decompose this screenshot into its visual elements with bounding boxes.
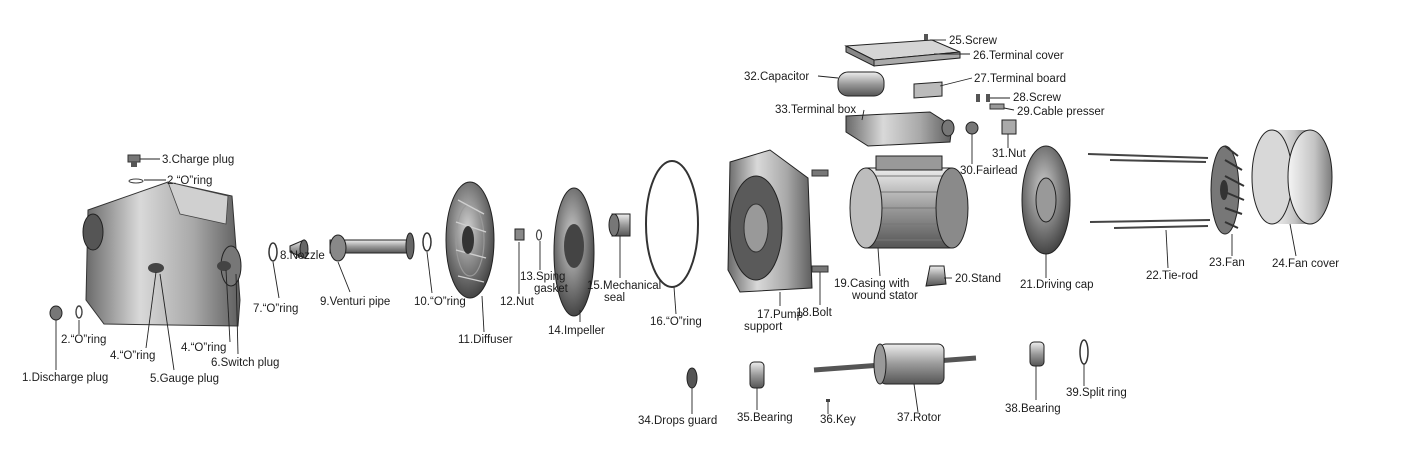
label-o-ring-4b: 4.“O”ring bbox=[181, 342, 226, 354]
label-venturi-pipe: 9.Venturi pipe bbox=[320, 296, 390, 308]
leader-lines bbox=[55, 39, 1297, 414]
label-screw-28: 28.Screw bbox=[1013, 92, 1062, 104]
label-screw-25: 25.Screw bbox=[949, 35, 998, 47]
label-gauge-plug: 5.Gauge plug bbox=[150, 373, 219, 385]
label-nut-31: 31.Nut bbox=[992, 148, 1027, 160]
label-bolt: 18.Bolt bbox=[796, 307, 833, 319]
label-spring-gasket-line1: 13.Sping bbox=[520, 271, 565, 283]
motor-casing-drawing bbox=[849, 155, 969, 287]
label-fairlead: 30.Fairlead bbox=[960, 165, 1018, 177]
label-bearing-38: 38.Bearing bbox=[1005, 403, 1061, 415]
label-nut-12: 12.Nut bbox=[500, 296, 535, 308]
label-o-ring-7: 7.“O”ring bbox=[253, 303, 298, 315]
pump-support-drawing bbox=[727, 149, 829, 293]
label-cable-presser: 29.Cable presser bbox=[1017, 106, 1105, 118]
tie-rods-drawing bbox=[1087, 153, 1211, 229]
label-casing-line2: wound stator bbox=[851, 290, 918, 302]
label-split-ring: 39.Split ring bbox=[1066, 387, 1127, 399]
label-pump-support-line1: 17.Pump bbox=[757, 309, 803, 321]
label-diffuser: 11.Diffuser bbox=[458, 334, 513, 346]
diffuser-drawing bbox=[445, 181, 495, 299]
label-o-ring-2: 2.“O”ring bbox=[61, 334, 106, 346]
label-driving-cap: 21.Driving cap bbox=[1020, 279, 1094, 291]
label-nozzle: 8.Nozzle bbox=[280, 250, 325, 262]
label-key: 36.Key bbox=[820, 414, 856, 426]
label-o-ring-2b: 2.“O”ring bbox=[167, 175, 212, 187]
label-switch-plug: 6.Switch plug bbox=[211, 357, 279, 369]
label-pump-support-line2: support bbox=[744, 321, 783, 333]
fan-drawing bbox=[1210, 145, 1245, 235]
label-casing-line1: 19.Casing with bbox=[834, 278, 909, 290]
label-spring-gasket-line2: gasket bbox=[534, 283, 569, 295]
label-bearing-35: 35.Bearing bbox=[737, 412, 793, 424]
label-capacitor: 32.Capacitor bbox=[744, 71, 809, 83]
label-impeller: 14.Impeller bbox=[548, 325, 605, 337]
label-discharge-plug: 1.Discharge plug bbox=[22, 372, 108, 384]
part-labels: 1.Discharge plug 2.“O”ring 3.Charge plug… bbox=[22, 35, 1339, 427]
label-rotor: 37.Rotor bbox=[897, 412, 941, 424]
label-mechanical-seal-line2: seal bbox=[604, 292, 625, 304]
driving-cap-drawing bbox=[1021, 145, 1071, 255]
label-terminal-cover: 26.Terminal cover bbox=[973, 50, 1064, 62]
pump-body-drawing bbox=[82, 181, 242, 327]
label-tie-rod: 22.Tie-rod bbox=[1146, 270, 1198, 282]
fan-cover-drawing bbox=[1251, 129, 1333, 225]
small-fittings-drawing bbox=[49, 154, 278, 321]
label-terminal-board: 27.Terminal board bbox=[974, 73, 1066, 85]
label-o-ring-16: 16.“O”ring bbox=[650, 316, 702, 328]
label-terminal-box: 33.Terminal box bbox=[775, 104, 856, 116]
label-fan-cover: 24.Fan cover bbox=[1272, 258, 1339, 270]
rotor-group-drawing bbox=[686, 339, 1089, 402]
label-charge-plug: 3.Charge plug bbox=[162, 154, 234, 166]
label-o-ring-4: 4.“O”ring bbox=[110, 350, 155, 362]
label-drops-guard: 34.Drops guard bbox=[638, 415, 717, 427]
label-mechanical-seal-line1: 15.Mechanical bbox=[587, 280, 661, 292]
nozzle-venturi-drawing bbox=[289, 232, 432, 262]
label-stand: 20.Stand bbox=[955, 273, 1001, 285]
label-fan: 23.Fan bbox=[1209, 257, 1245, 269]
label-o-ring-10: 10.“O”ring bbox=[414, 296, 466, 308]
impeller-group-drawing bbox=[514, 160, 699, 317]
terminal-box-drawing bbox=[837, 34, 1017, 147]
